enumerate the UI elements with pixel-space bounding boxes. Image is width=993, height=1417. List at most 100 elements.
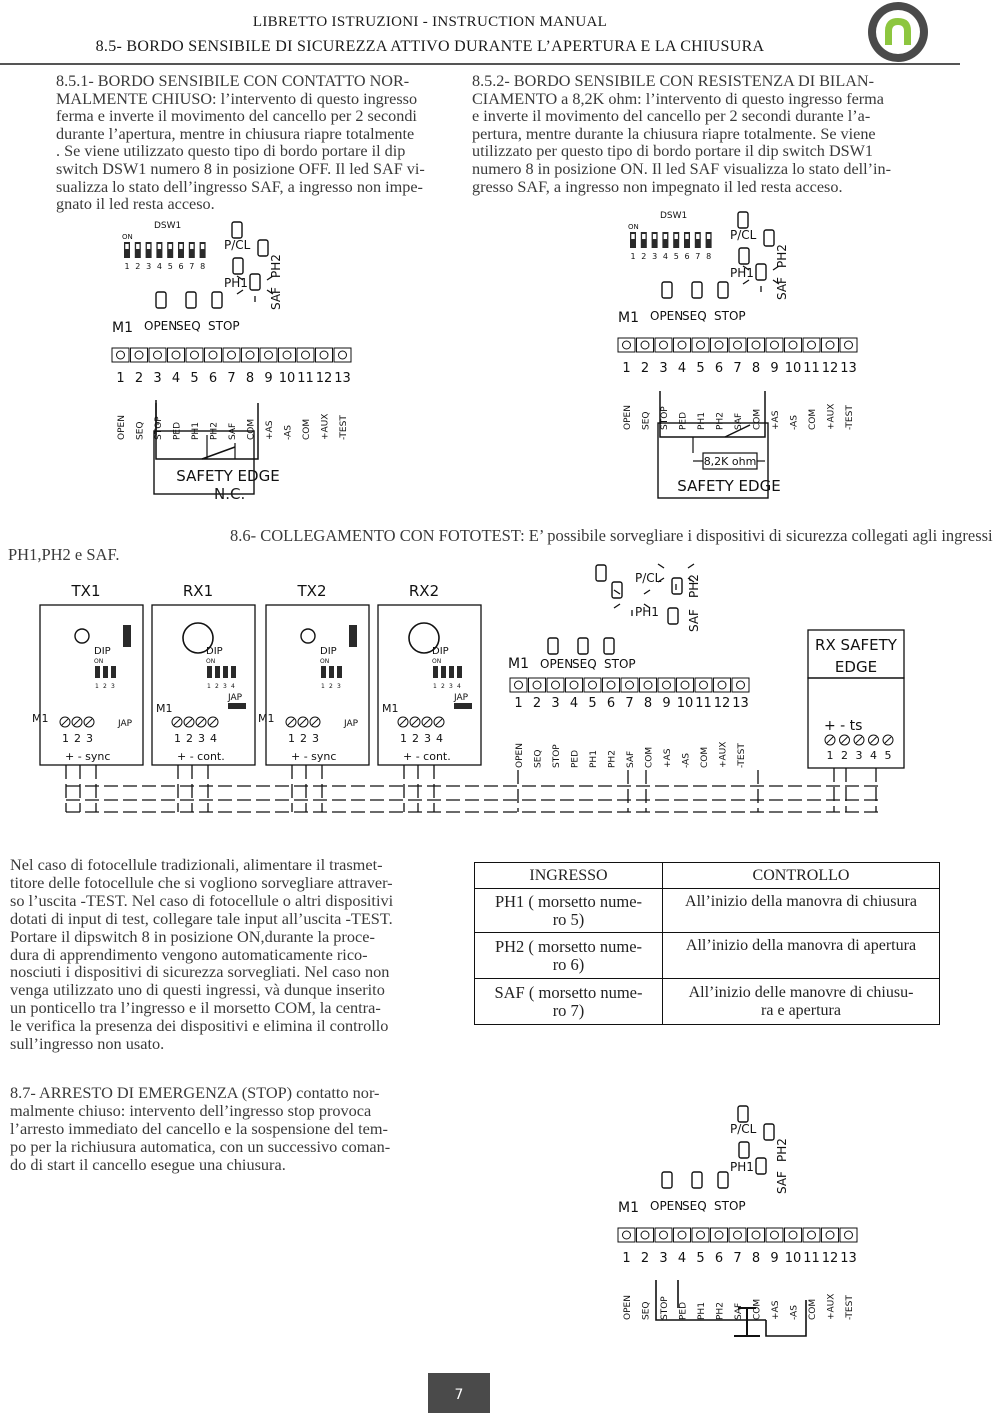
- safety-edge-label: SAFETY EDGE: [176, 467, 279, 485]
- terminal-number: 13: [840, 361, 857, 376]
- terminal-screw-head: [532, 680, 542, 690]
- terminal-screw: [839, 1227, 858, 1243]
- terminal-screw: [839, 337, 858, 353]
- terminal-number: 8: [752, 361, 760, 376]
- terminal-screw-head: [153, 350, 162, 360]
- terminal-screw: [728, 1227, 747, 1243]
- ray-line: [687, 563, 695, 569]
- terminal-screw-head: [677, 340, 687, 350]
- dip-number: 4: [457, 683, 461, 690]
- fototest-text: Nel caso di fotocellule tradizionali, al…: [10, 856, 458, 1053]
- dip-switch: [231, 666, 236, 678]
- device-label-rx1: RX1: [183, 582, 213, 600]
- terminal-name: -AS: [682, 753, 692, 768]
- terminal-number: 6: [209, 371, 217, 386]
- led-pcl-label: P/CL: [730, 228, 757, 242]
- text-line: do di start il cancello esegue una chius…: [10, 1154, 286, 1174]
- terminal-screw-head: [643, 680, 653, 690]
- dip-switch: [694, 232, 701, 248]
- dip-number: 2: [103, 683, 107, 690]
- terminal-screw: [691, 1227, 710, 1243]
- led-ph1-icon: [738, 247, 750, 265]
- terminal-screw-head: [844, 340, 853, 350]
- dip-number: 5: [674, 252, 679, 261]
- dip-on-label: ON: [206, 658, 215, 665]
- ray-line: [266, 289, 274, 295]
- terminal-screw: [546, 677, 565, 693]
- table-input-line2: ro 7): [552, 1000, 585, 1020]
- terminal-slot: [423, 718, 431, 726]
- ray-line: [613, 589, 621, 595]
- led-saf-label: SAF: [775, 277, 789, 300]
- led-pcl-icon: [737, 211, 749, 229]
- terminal-screw: [784, 1227, 802, 1243]
- terminal-slot: [185, 718, 193, 726]
- terminal-name: COM: [247, 419, 257, 440]
- terminal-slot: [61, 718, 69, 726]
- dip-number: 1: [433, 683, 437, 690]
- dip-switch: [199, 242, 206, 258]
- led-rays-icon: [742, 265, 780, 292]
- led-ph2-label: PH2: [687, 574, 701, 598]
- led-ph1-icon: [738, 1141, 750, 1159]
- led-ph2-label: PH2: [775, 1138, 789, 1162]
- terminal-slot: [197, 718, 205, 726]
- terminal-name: COM: [645, 747, 655, 768]
- terminal-screw-head: [677, 1230, 687, 1240]
- terminal-screw: [617, 337, 636, 353]
- text-line: gnato il led resta acceso.: [56, 195, 215, 214]
- led-ph1-label: PH1: [730, 1160, 754, 1174]
- terminal-block: 1OPEN2SEQ3STOP4PED5PH16PH27SAF8COM9+AS10…: [617, 1227, 858, 1320]
- terminal-screw-head: [717, 680, 727, 690]
- terminal-screw-head: [659, 1230, 668, 1240]
- terminal-number: 2: [533, 696, 541, 711]
- terminal-number: 4: [678, 1251, 686, 1266]
- led-saf-icon: [249, 273, 261, 291]
- led-saf-icon: [755, 1157, 767, 1175]
- photocell-box: [377, 604, 482, 766]
- dip-number: 1: [207, 683, 211, 690]
- terminal-screw: [259, 347, 278, 363]
- dip-number: 2: [641, 252, 646, 261]
- rx-safety-subtitle: EDGE: [835, 658, 877, 676]
- terminal-screw: [728, 337, 747, 353]
- button-label: OPEN: [540, 657, 573, 671]
- text-line: titore delle fotocellule che si vogliono…: [10, 872, 393, 892]
- dip-switch: [640, 232, 647, 248]
- terminal-screw-head: [640, 1230, 650, 1240]
- dip-number: 3: [223, 683, 227, 690]
- terminal-screw-head: [514, 680, 523, 690]
- terminal-number: 1: [514, 696, 522, 711]
- terminal-number: 4: [210, 732, 217, 745]
- terminal-screw: [654, 1227, 673, 1243]
- terminal-number: 11: [803, 361, 820, 376]
- jap-jumper: [454, 703, 472, 709]
- dip-number: 2: [329, 683, 333, 690]
- terminal-number: 4: [570, 696, 578, 711]
- terminal-number: 2: [841, 749, 848, 762]
- terminal-name: STOP: [660, 1296, 670, 1320]
- brand-logo: [868, 2, 928, 62]
- terminal-number: 12: [822, 361, 839, 376]
- transmitter-lens-icon: [300, 628, 316, 644]
- terminal-screw: [765, 1227, 784, 1243]
- terminal-screw: [821, 1227, 839, 1243]
- button-label: STOP: [714, 1199, 746, 1213]
- terminal-screw-head: [606, 680, 616, 690]
- dip-switch: [223, 666, 228, 678]
- text-line: Nel caso di fotocellule tradizionali, al…: [10, 855, 383, 874]
- terminal-name: PH1: [697, 412, 707, 430]
- dip-switch-knob: [652, 234, 657, 239]
- m1-label: M1: [258, 712, 275, 725]
- terminal-name: COM: [808, 1299, 818, 1320]
- dip-switch: [134, 242, 141, 258]
- terminal-number: 9: [662, 696, 670, 711]
- terminal-name: PH2: [716, 412, 726, 430]
- text-line: nosciuti i dispositivi di sicurezza sorv…: [10, 962, 390, 982]
- dip-switch: [167, 242, 174, 258]
- m1-label: M1: [618, 310, 639, 326]
- terminal-number: 8: [246, 371, 254, 386]
- table-header-input: INGRESSO: [474, 862, 663, 889]
- dip-switch: [103, 666, 108, 678]
- terminal-number: 4: [172, 371, 180, 386]
